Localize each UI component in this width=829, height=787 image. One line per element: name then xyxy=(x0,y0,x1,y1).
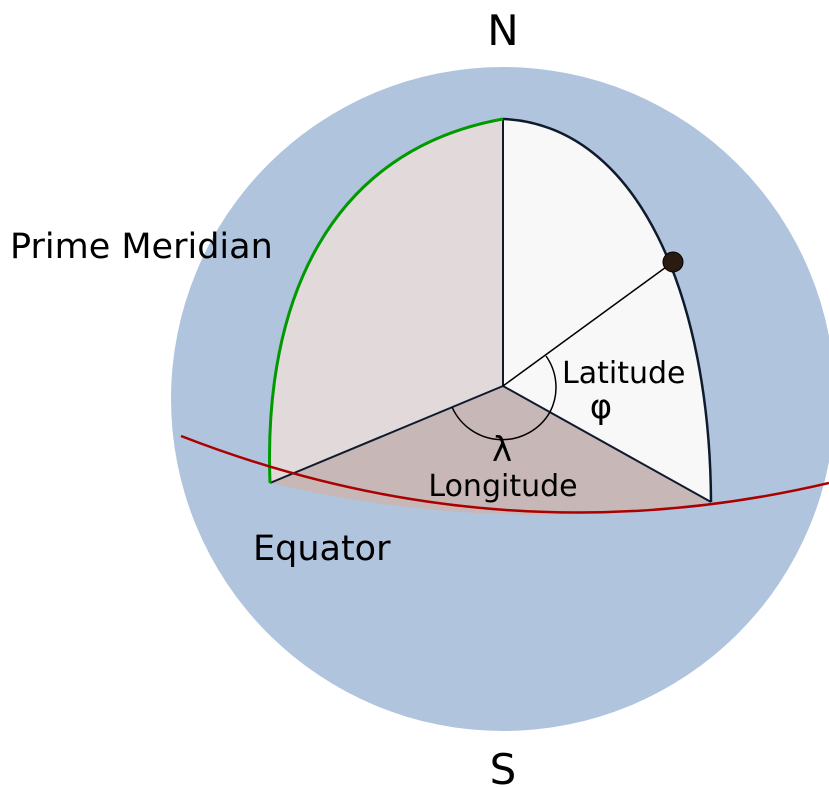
prime-meridian-label: Prime Meridian xyxy=(10,227,273,267)
meridian-arc xyxy=(502,117,713,503)
latitude-symbol: φ xyxy=(590,387,612,427)
longitude-symbol: λ xyxy=(492,430,512,470)
south-label: S xyxy=(490,745,517,787)
equator-line xyxy=(180,434,829,514)
point-radius xyxy=(502,261,674,387)
prime-meridian-radius xyxy=(269,385,504,484)
longitude-angle-arc xyxy=(451,406,551,441)
latitude-label: Latitude xyxy=(562,356,685,391)
longitude-label: Longitude xyxy=(428,469,577,504)
equator-label: Equator xyxy=(253,529,391,569)
north-label: N xyxy=(487,6,518,55)
prime-meridian-line xyxy=(268,117,504,484)
location-point xyxy=(662,251,684,273)
latitude-angle-arc xyxy=(545,355,557,413)
prime-meridian-plane xyxy=(269,119,503,483)
longitude-wedge xyxy=(270,386,711,515)
meridian-radius xyxy=(502,385,712,503)
